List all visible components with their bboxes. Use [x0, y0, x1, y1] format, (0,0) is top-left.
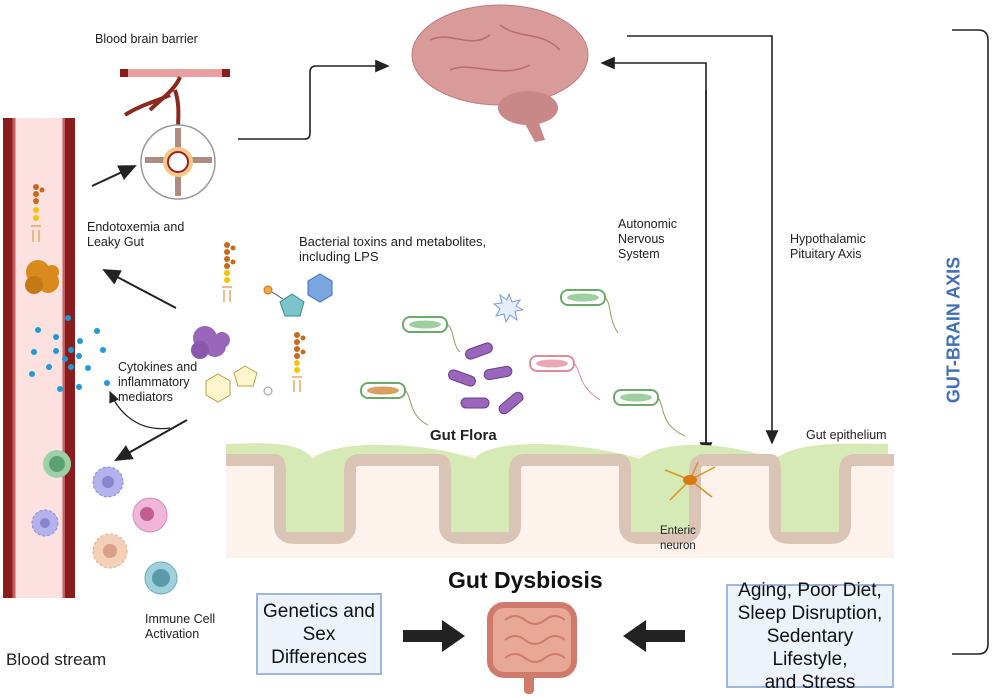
toxins-line: including LPS	[299, 249, 379, 264]
genetics-arrow	[403, 620, 465, 652]
blood-brain-barrier-icon	[120, 69, 230, 200]
cytokines-line: Cytokines and	[118, 360, 198, 374]
genetics-line: Sex	[302, 623, 336, 645]
cytokines-line: inflammatory	[118, 375, 190, 389]
lifestyle-line: and Stress	[764, 671, 856, 693]
immune-arrow	[114, 419, 188, 461]
hpa-line: Hypothalamic	[790, 232, 866, 246]
ans-line: Autonomic	[618, 217, 678, 231]
endotoxemia-arrow	[91, 165, 137, 187]
bbb-to-brain-arrow	[238, 59, 390, 140]
genetics-line: Genetics and	[263, 600, 375, 622]
gut-brain-bracket	[952, 29, 989, 655]
gut-epithelium-graphic	[226, 443, 894, 558]
hpa-arrow	[627, 35, 779, 445]
ans-label: Autonomic Nervous System	[618, 217, 677, 262]
lifestyle-line: Sedentary Lifestyle,	[766, 625, 854, 670]
brain-icon	[411, 4, 589, 142]
toxins-label: Bacterial toxins and metabolites, includ…	[299, 234, 486, 264]
endotoxemia-label: Endotoxemia and Leaky Gut	[87, 220, 184, 250]
protein-purple-icon	[191, 326, 230, 359]
genetics-line: Differences	[271, 646, 367, 668]
intestine-icon	[487, 602, 577, 694]
endotoxemia-line: Endotoxemia and	[87, 220, 185, 234]
gut-brain-axis-label-wrap: GUT-BRAIN AXIS	[904, 250, 1000, 410]
leaky-gut-arrow	[102, 269, 177, 309]
metabolite-yellow-icon	[205, 365, 273, 403]
enteric-line: Enteric	[660, 525, 696, 537]
gut-epithelium-label: Gut epithelium	[806, 428, 887, 442]
cytokine-dots	[29, 315, 110, 392]
immune-line: Activation	[145, 627, 200, 641]
cytokine-arrow	[109, 390, 171, 430]
hpa-label: Hypothalamic Pituitary Axis	[790, 232, 866, 262]
ans-arrow-up	[600, 56, 707, 470]
genetics-box: Genetics and Sex Differences	[256, 593, 382, 675]
ans-line: System	[618, 247, 660, 261]
lifestyle-box: Aging, Poor Diet, Sleep Disruption, Sede…	[726, 580, 894, 693]
lps-molecule-icon	[31, 184, 306, 392]
blood-brain-barrier-label: Blood brain barrier	[95, 32, 198, 46]
gut-flora-bacteria	[360, 289, 686, 437]
endotoxemia-line: Leaky Gut	[87, 235, 144, 249]
gut-flora-label: Gut Flora	[430, 427, 497, 444]
lifestyle-arrow	[623, 620, 685, 652]
enteric-neuron-icon	[664, 461, 716, 501]
ans-line: Nervous	[618, 232, 665, 246]
immune-activation-label: Immune Cell Activation	[145, 612, 215, 642]
hpa-line: Pituitary Axis	[790, 247, 862, 261]
enteric-line: neuron	[660, 540, 696, 552]
toxins-line: Bacterial toxins and metabolites,	[299, 234, 487, 249]
cytokines-label: Cytokines and inflammatory mediators	[118, 360, 197, 405]
gut-dysbiosis-title: Gut Dysbiosis	[448, 567, 603, 593]
blood-stream-label: Blood stream	[6, 650, 107, 669]
gut-brain-axis-label: GUT-BRAIN AXIS	[943, 256, 964, 404]
immune-line: Immune Cell	[145, 612, 216, 626]
lifestyle-line: Aging, Poor Diet,	[738, 579, 882, 601]
cytokines-line: mediators	[118, 390, 173, 404]
protein-orange-icon	[25, 260, 59, 294]
metabolite-blue-icon	[263, 273, 333, 317]
lifestyle-line: Sleep Disruption,	[737, 602, 883, 624]
enteric-neuron-label: Enteric neuron	[660, 524, 696, 554]
